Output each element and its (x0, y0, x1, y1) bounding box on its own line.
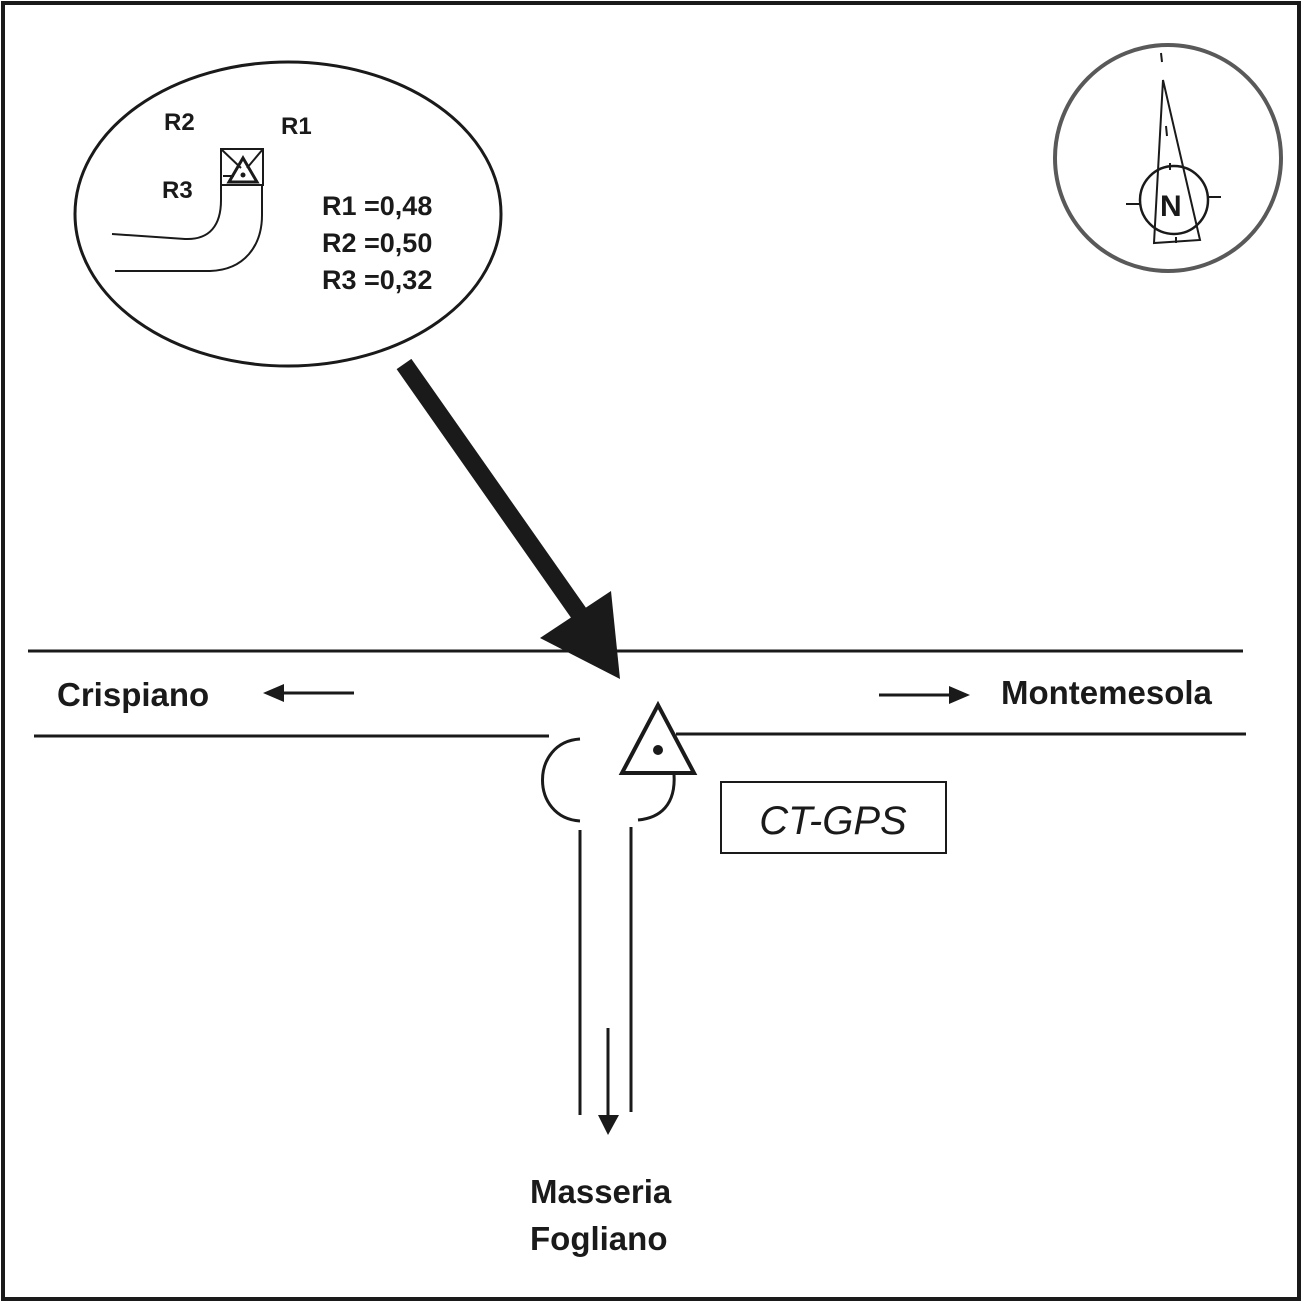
detail-inset: R2 R1 R3 R1 =0,48 R2 =0,50 R3 =0,32 (73, 60, 503, 368)
pointer-arrow (396, 358, 620, 679)
inset-value-r3: R3 =0,32 (322, 265, 432, 295)
inset-road-inner-edge (111, 150, 222, 241)
inset-value-r1: R1 =0,48 (322, 191, 432, 221)
side-road (578, 827, 633, 1115)
gps-station-icon (618, 700, 698, 775)
main-road (28, 649, 1246, 738)
station-label: CT-GPS (759, 799, 907, 843)
junction-curb-east (637, 773, 676, 822)
inset-label-r3: R3 (162, 177, 193, 204)
inset-label-r1: R1 (281, 113, 312, 140)
destination-crispiano: Crispiano (57, 676, 209, 713)
compass-ring (1053, 43, 1283, 273)
destination-masseria: Masseria (530, 1173, 672, 1210)
arrow-to-masseria-fogliano (598, 1028, 619, 1135)
junction-curb-west (541, 737, 581, 823)
destination-fogliano: Fogliano (530, 1220, 667, 1257)
arrow-to-montemesola (879, 686, 970, 704)
inset-ellipse (73, 60, 503, 368)
inset-station-icon (220, 148, 264, 186)
arrow-to-crispiano (263, 684, 354, 702)
compass-north-label: N (1160, 190, 1182, 223)
inset-label-r2: R2 (164, 109, 195, 136)
north-compass: N (1053, 43, 1283, 273)
inset-value-r2: R2 =0,50 (322, 228, 432, 258)
station-label-box: CT-GPS (720, 781, 947, 854)
destination-montemesola: Montemesola (1001, 674, 1213, 711)
inset-road-outer-edge (115, 150, 263, 272)
